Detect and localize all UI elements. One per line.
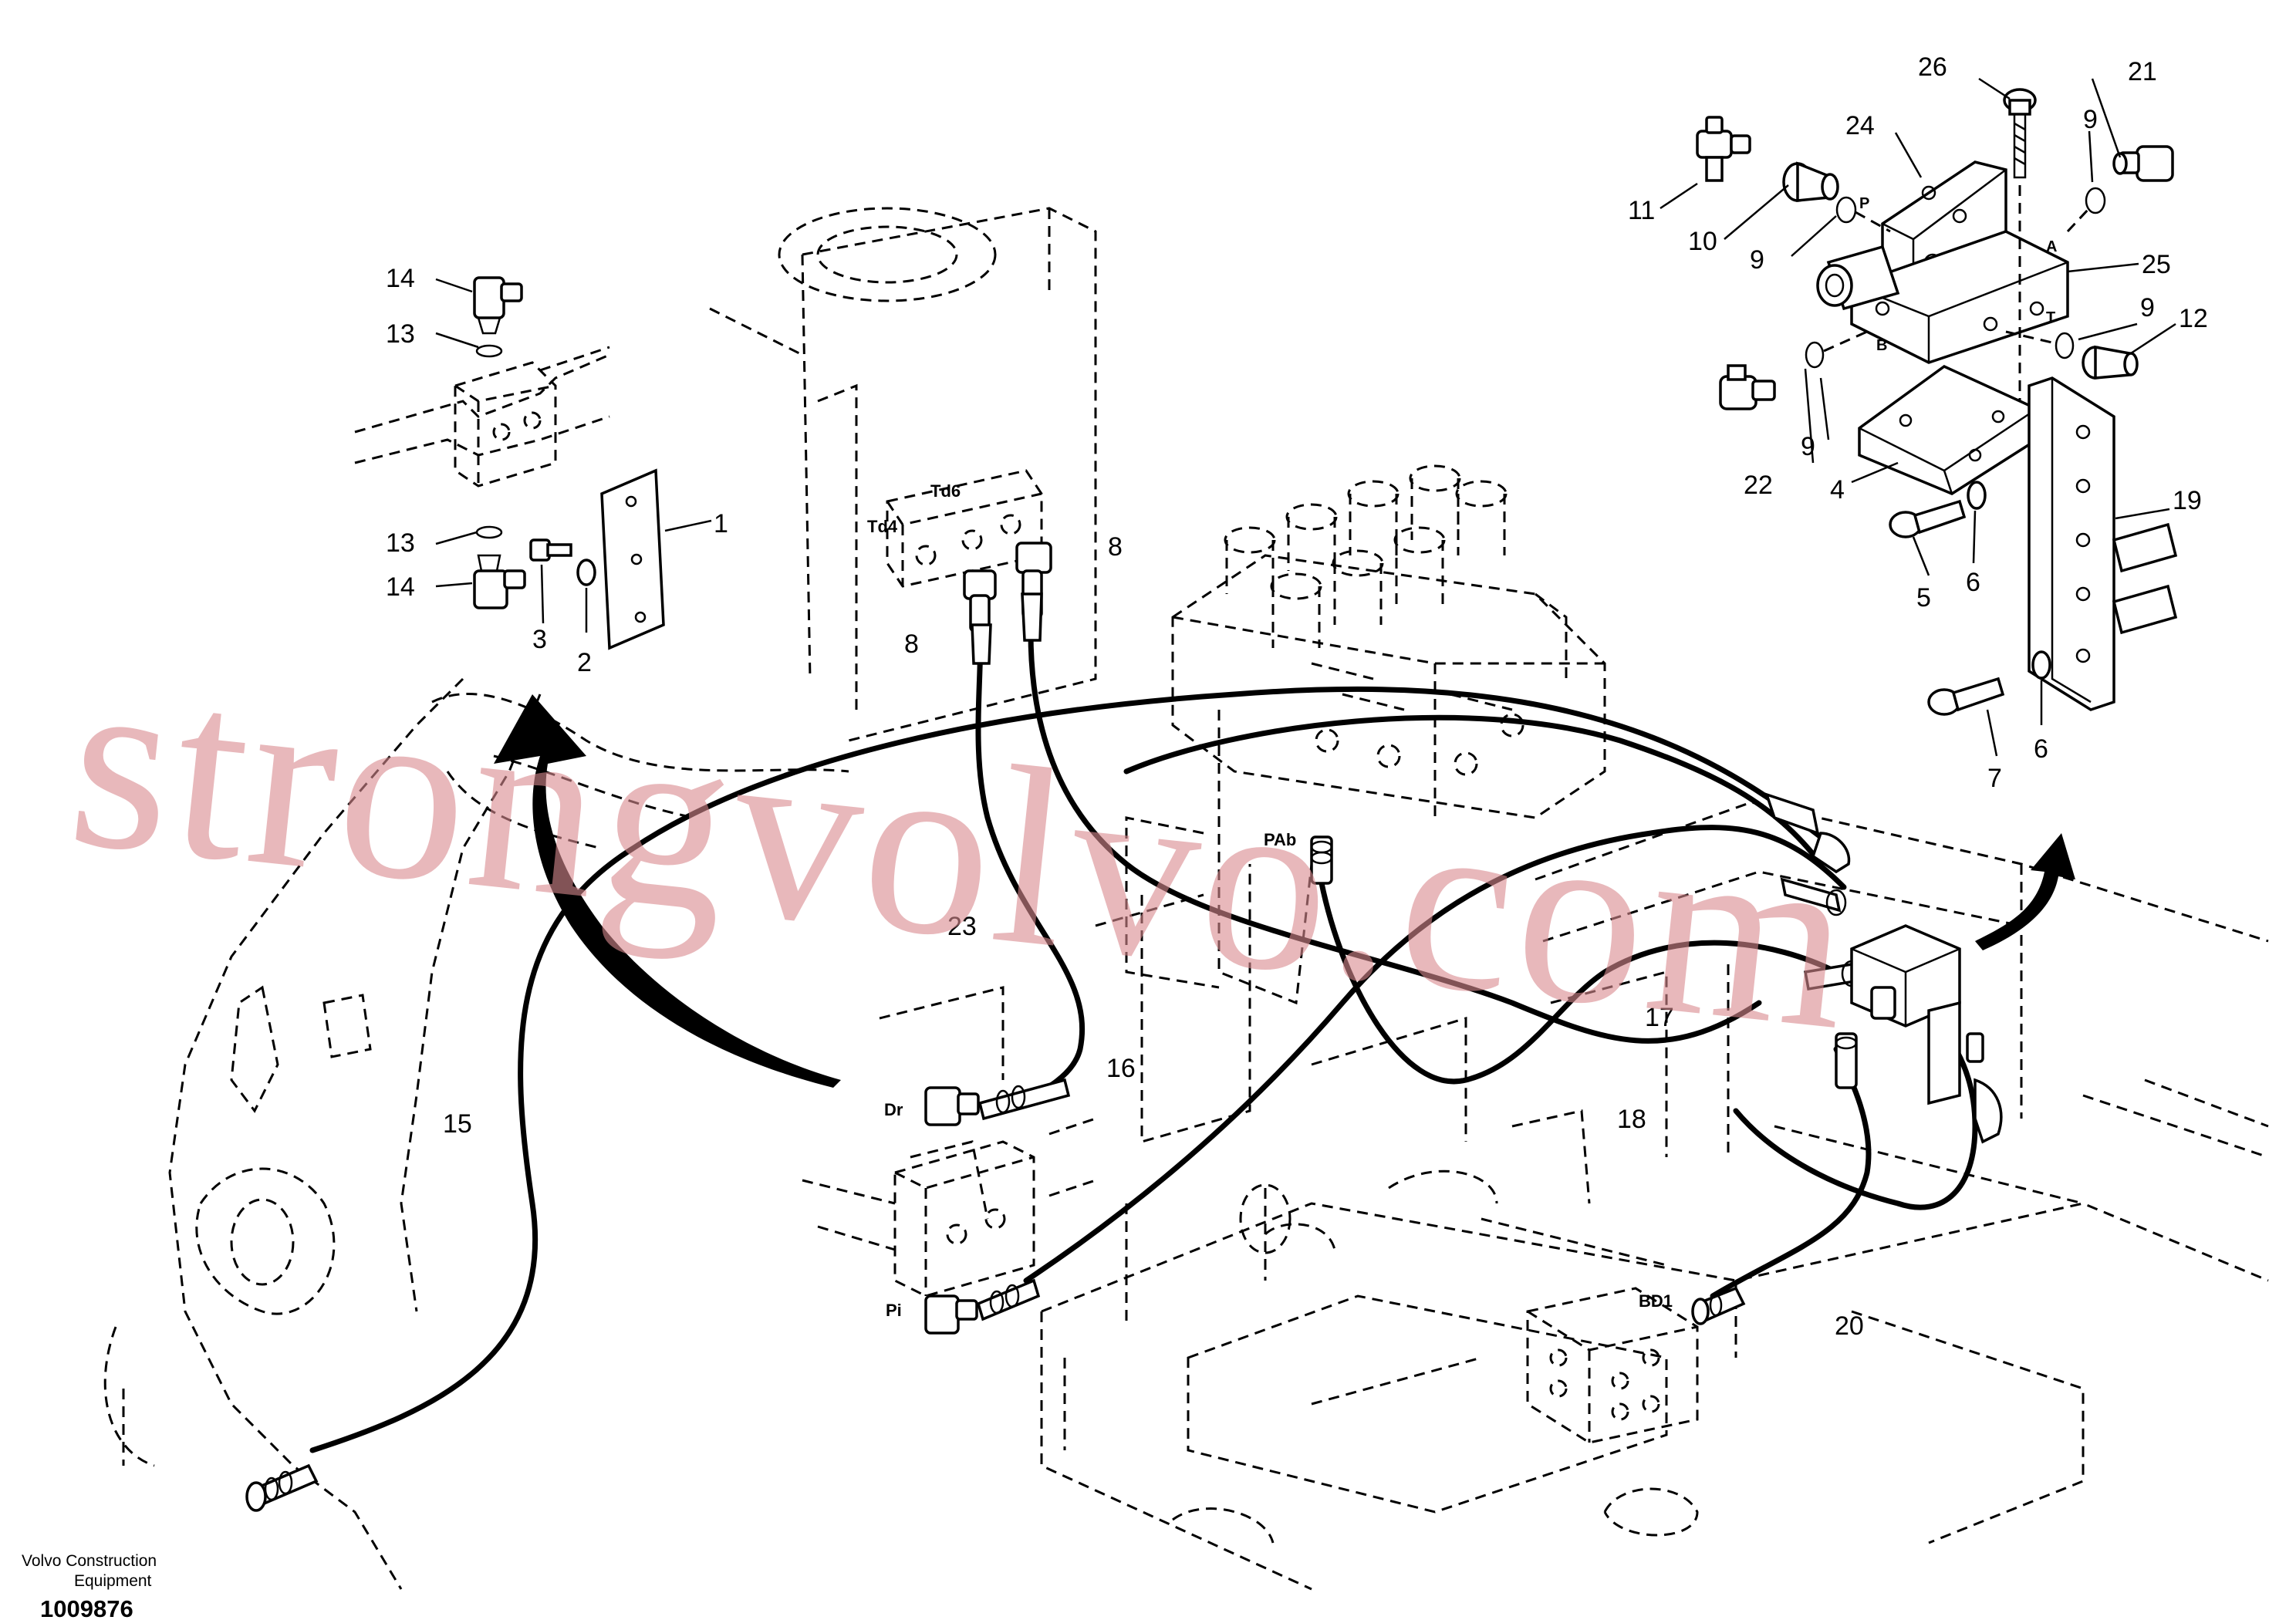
port-label-a: A bbox=[2046, 238, 2057, 255]
right-detail-group bbox=[1660, 77, 2178, 757]
label-part-5: 5 bbox=[1916, 583, 1931, 613]
label-part-18: 18 bbox=[1617, 1105, 1646, 1134]
label-part-1: 1 bbox=[714, 509, 728, 538]
o-ring-part-9-d bbox=[1805, 341, 1825, 369]
o-ring-part-9-a bbox=[1835, 196, 1857, 224]
label-part-10: 10 bbox=[1688, 227, 1717, 256]
o-ring-part-13-top bbox=[475, 344, 503, 358]
label-part-13-top: 13 bbox=[386, 319, 415, 349]
o-ring-part-13-bottom bbox=[475, 525, 503, 539]
label-part-6-bottom: 6 bbox=[2034, 734, 2048, 764]
port-label-p: P bbox=[1859, 195, 1869, 212]
label-part-6-top: 6 bbox=[1966, 568, 1980, 597]
brand-line-2: Equipment bbox=[74, 1572, 152, 1590]
fitting-part-10 bbox=[1782, 161, 1839, 202]
o-ring-part-9-b bbox=[2085, 187, 2106, 214]
label-part-14-top: 14 bbox=[386, 264, 415, 293]
hose-part-td6 bbox=[1028, 629, 1762, 1044]
port-label-bd1: BD1 bbox=[1639, 1291, 1673, 1311]
left-detail-group bbox=[354, 276, 712, 650]
fitting-dr bbox=[924, 1086, 980, 1126]
label-part-8-left: 8 bbox=[904, 629, 919, 659]
label-part-21: 21 bbox=[2128, 57, 2157, 86]
washer-part-6-b bbox=[2031, 650, 2051, 680]
base-part-25 bbox=[1850, 230, 2069, 364]
bd1-valve-block bbox=[1526, 1287, 1699, 1444]
fitting-part-22 bbox=[1719, 364, 1776, 410]
label-part-15: 15 bbox=[443, 1109, 472, 1139]
label-part-2: 2 bbox=[577, 648, 592, 677]
label-part-8-right: 8 bbox=[1108, 532, 1123, 562]
hose-couplings bbox=[245, 542, 2003, 1512]
label-part-13-bottom: 13 bbox=[386, 528, 415, 558]
footer: Volvo Construction Equipment 1009876 bbox=[22, 1552, 157, 1620]
hose-part-upper bbox=[1123, 714, 1824, 867]
label-part-3: 3 bbox=[532, 625, 547, 654]
label-part-4: 4 bbox=[1830, 475, 1845, 505]
o-ring-part-9-c bbox=[2055, 332, 2075, 359]
hose-part-15 bbox=[309, 686, 1839, 1453]
hose-part-23 bbox=[975, 629, 1086, 1114]
fitting-pi bbox=[924, 1294, 978, 1335]
fitting-part-14-top bbox=[473, 276, 523, 335]
detail-arrow-right bbox=[1975, 833, 2075, 950]
port-label-t: T bbox=[2046, 309, 2055, 326]
label-part-17: 17 bbox=[1645, 1003, 1674, 1032]
label-part-16: 16 bbox=[1106, 1054, 1136, 1083]
hose-part-16 bbox=[1023, 825, 1847, 1284]
label-part-7: 7 bbox=[1987, 764, 2002, 793]
label-part-25: 25 bbox=[2142, 250, 2171, 279]
washer-part-2 bbox=[576, 559, 596, 586]
label-part-11: 11 bbox=[1628, 196, 1655, 225]
port-label-td6: Td6 bbox=[930, 481, 961, 501]
label-part-24: 24 bbox=[1845, 111, 1875, 140]
washer-part-6-a bbox=[1967, 481, 1987, 510]
fitting-part-12 bbox=[2082, 345, 2139, 380]
drawing-number: 1009876 bbox=[40, 1595, 133, 1620]
upper-frame-outline bbox=[103, 207, 2269, 1591]
port-labels: Td6 Td4 PAb Dr Pi BD1 P A B T bbox=[867, 195, 2057, 1320]
bolt-part-26 bbox=[2003, 88, 2037, 179]
fitting-part-14-bottom bbox=[473, 554, 526, 609]
watermark-text: strongvolvo.com bbox=[59, 616, 1867, 1083]
port-label-td4: Td4 bbox=[867, 517, 898, 536]
label-part-12: 12 bbox=[2179, 304, 2208, 333]
fitting-part-21 bbox=[2112, 145, 2174, 182]
fitting-part-11 bbox=[1696, 116, 1751, 182]
detail-arrow-left bbox=[494, 694, 841, 1088]
label-part-9-a: 9 bbox=[2083, 105, 2098, 134]
label-part-14-bottom: 14 bbox=[386, 572, 415, 602]
elbow-fitting-part-8-a bbox=[963, 569, 997, 633]
bolt-part-5 bbox=[1889, 499, 1967, 538]
part-labels: 1 2 3 14 13 13 14 8 8 23 15 16 17 18 20 … bbox=[386, 52, 2208, 1341]
label-part-23: 23 bbox=[947, 912, 977, 941]
port-label-dr: Dr bbox=[884, 1100, 903, 1119]
port-label-b: B bbox=[1876, 337, 1887, 354]
bolt-part-3 bbox=[529, 538, 572, 562]
bracket-part-4 bbox=[1858, 364, 2038, 495]
label-part-9-c: 9 bbox=[2140, 293, 2155, 322]
port-label-pi: Pi bbox=[886, 1301, 902, 1320]
hose-part-17 bbox=[1318, 876, 1839, 1085]
label-part-26: 26 bbox=[1918, 52, 1947, 82]
dr-pi-valve-block bbox=[802, 1117, 1096, 1298]
label-part-22: 22 bbox=[1744, 471, 1773, 500]
hose-assemblies bbox=[309, 629, 1978, 1453]
label-part-9-d: 9 bbox=[1801, 432, 1815, 461]
label-part-9-b: 9 bbox=[1750, 245, 1764, 275]
port-label-pab: PAb bbox=[1264, 830, 1296, 849]
brand-line-1: Volvo Construction bbox=[22, 1552, 157, 1570]
bolt-part-7 bbox=[1927, 677, 2005, 716]
main-control-valve-outline bbox=[1125, 464, 1606, 1005]
label-part-20: 20 bbox=[1835, 1311, 1864, 1341]
label-part-19: 19 bbox=[2173, 486, 2202, 515]
